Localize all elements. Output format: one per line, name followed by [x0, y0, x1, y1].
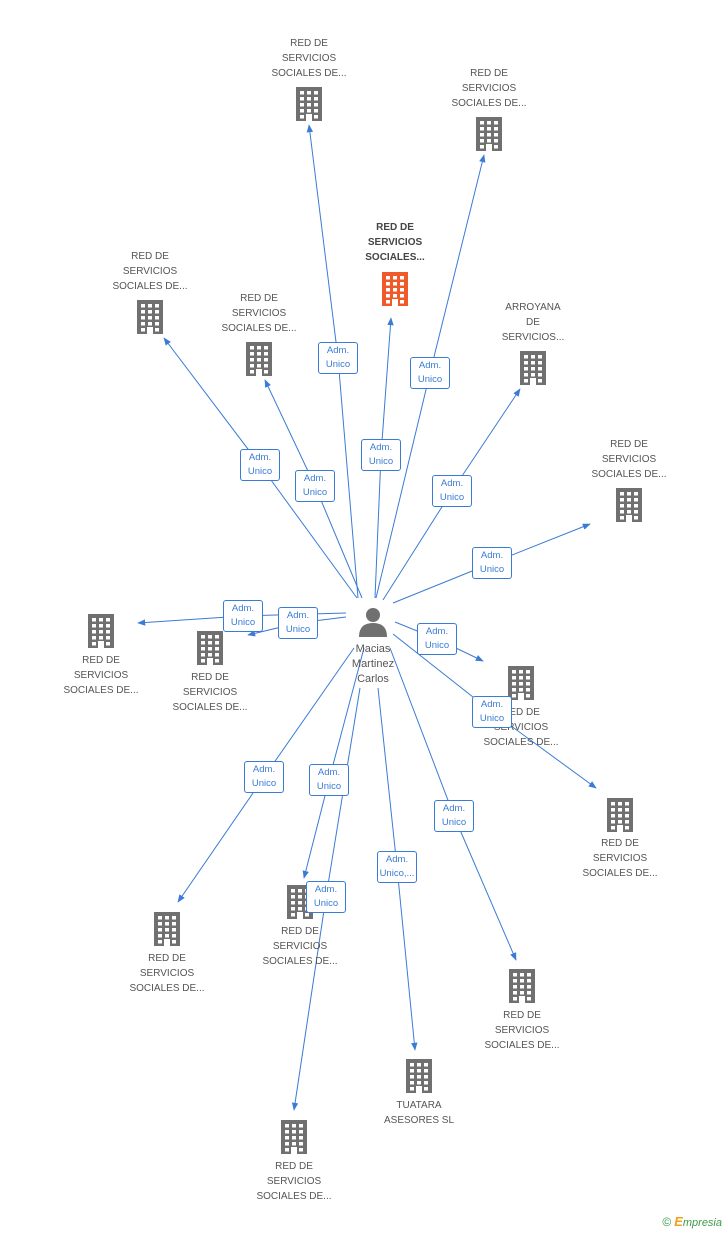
- company-building-icon: [154, 912, 180, 946]
- person-label[interactable]: Macias Martinez Carlos: [351, 643, 395, 685]
- footer-brand: ©Empresia: [662, 1214, 722, 1229]
- role-badge[interactable]: Adm. Unico: [417, 623, 457, 655]
- company-label[interactable]: ARROYANA DE SERVICIOS...: [501, 302, 565, 343]
- role-badge[interactable]: Adm. Unico: [410, 357, 450, 389]
- company-label[interactable]: RED DE SERVICIOS SOCIALES DE...: [451, 68, 527, 109]
- role-badge[interactable]: Adm. Unico: [472, 696, 512, 728]
- company-building-icon: [520, 351, 546, 385]
- company-building-icon: [296, 87, 322, 121]
- company-label[interactable]: RED DE SERVICIOS SOCIALES DE...: [112, 251, 188, 292]
- company-label[interactable]: RED DE SERVICIOS SOCIALES DE...: [483, 707, 559, 748]
- brand-logo-letter: E: [674, 1214, 683, 1229]
- copyright-icon: ©: [662, 1215, 672, 1229]
- company-label[interactable]: RED DE SERVICIOS SOCIALES...: [365, 222, 425, 263]
- role-badge[interactable]: Adm. Unico: [306, 881, 346, 913]
- company-building-icon: [137, 300, 163, 334]
- company-label[interactable]: RED DE SERVICIOS SOCIALES DE...: [221, 293, 297, 334]
- company-label[interactable]: TUATARA ASESORES SL: [383, 1100, 455, 1126]
- company-label[interactable]: RED DE SERVICIOS SOCIALES DE...: [582, 838, 658, 879]
- role-badge[interactable]: Adm. Unico: [361, 439, 401, 471]
- company-building-icon: [616, 488, 642, 522]
- role-badge[interactable]: Adm. Unico: [309, 764, 349, 796]
- icons-layer: [88, 87, 642, 1154]
- person-icon: [359, 608, 387, 637]
- role-badge[interactable]: Adm. Unico: [318, 342, 358, 374]
- company-label[interactable]: RED DE SERVICIOS SOCIALES DE...: [591, 439, 667, 480]
- company-building-icon: [476, 117, 502, 151]
- role-badge[interactable]: Adm. Unico: [295, 470, 335, 502]
- company-label[interactable]: RED DE SERVICIOS SOCIALES DE...: [262, 926, 338, 967]
- company-building-icon: [509, 969, 535, 1003]
- company-building-icon: [607, 798, 633, 832]
- role-badge[interactable]: Adm. Unico: [240, 449, 280, 481]
- brand-name: mpresia: [682, 1217, 722, 1229]
- company-building-icon: [281, 1120, 307, 1154]
- company-label[interactable]: RED DE SERVICIOS SOCIALES DE...: [256, 1161, 332, 1202]
- company-building-icon: [197, 631, 223, 665]
- role-badge[interactable]: Adm. Unico: [432, 475, 472, 507]
- role-badge[interactable]: Adm. Unico: [278, 607, 318, 639]
- company-label[interactable]: RED DE SERVICIOS SOCIALES DE...: [484, 1010, 560, 1051]
- company-label[interactable]: RED DE SERVICIOS SOCIALES DE...: [63, 655, 139, 696]
- company-label[interactable]: RED DE SERVICIOS SOCIALES DE...: [172, 672, 248, 713]
- company-building-icon-main: [382, 272, 408, 306]
- role-badge[interactable]: Adm. Unico,...: [377, 851, 417, 883]
- role-badge[interactable]: Adm. Unico: [434, 800, 474, 832]
- role-badge[interactable]: Adm. Unico: [223, 600, 263, 632]
- company-building-icon: [246, 342, 272, 376]
- company-building-icon: [406, 1059, 432, 1093]
- role-badge[interactable]: Adm. Unico: [472, 547, 512, 579]
- company-label[interactable]: RED DE SERVICIOS SOCIALES DE...: [271, 38, 347, 79]
- company-building-icon: [88, 614, 114, 648]
- role-badge[interactable]: Adm. Unico: [244, 761, 284, 793]
- company-building-icon: [508, 666, 534, 700]
- company-label[interactable]: RED DE SERVICIOS SOCIALES DE...: [129, 953, 205, 994]
